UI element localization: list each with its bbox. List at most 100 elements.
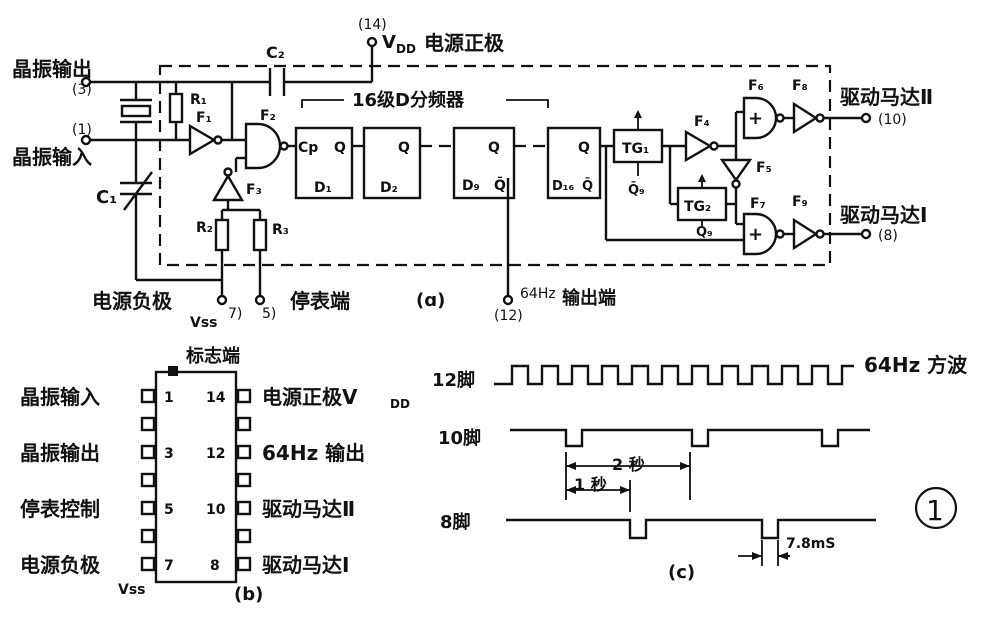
f2-label: F₂ <box>260 108 276 124</box>
r3-resistor <box>252 218 268 252</box>
f9-inverter <box>792 217 819 251</box>
tg2-control: Q₉ <box>696 225 713 240</box>
vss-terminal <box>216 294 228 306</box>
r1-label: R₁ <box>190 92 207 108</box>
vdd-symbol-sub: DD <box>396 42 416 56</box>
osc-out-terminal <box>80 76 92 88</box>
hz-out-label: 输出端 <box>562 287 616 309</box>
d9-flipflop <box>452 126 516 200</box>
stop-label: 停表端 <box>290 289 350 313</box>
motor1-label: 驱动马达Ⅰ <box>840 203 927 227</box>
f3-inverter <box>211 173 245 202</box>
svg-text:+: + <box>748 224 763 245</box>
pin-label-right-14-sub: DD <box>390 397 410 411</box>
osc-in-pin: (1) <box>72 122 92 138</box>
f3-label: F₃ <box>246 182 262 198</box>
power-negative-label: 电源负极 <box>92 289 173 313</box>
r2-label: R₂ <box>196 220 213 236</box>
f4-label: F₄ <box>694 114 710 130</box>
pin-label-left-7: 电源负极 <box>20 553 101 577</box>
hz-out-pin: (12) <box>494 308 523 324</box>
left-pins <box>140 388 156 572</box>
f8-inverter <box>792 101 819 135</box>
figure-number-circle <box>914 486 958 530</box>
hz-out-value: 64Hz <box>520 286 556 302</box>
pin-label-right-10: 驱动马达Ⅱ <box>262 497 355 521</box>
c2-label: C₂ <box>266 43 285 62</box>
f1-label: F₁ <box>196 110 212 126</box>
pin-label-right-12: 64Hz 输出 <box>262 441 365 465</box>
pin-num-left-5: 5 <box>164 502 174 518</box>
wave-64hz-label: 64Hz 方波 <box>864 353 968 377</box>
vss-pin: 7) <box>228 306 242 322</box>
f1-inverter <box>188 123 217 157</box>
chip-caption: (b) <box>234 584 263 605</box>
d16-name: D₁₆ <box>552 179 574 194</box>
waveform-caption: (c) <box>668 562 695 583</box>
stop-terminal <box>254 294 266 306</box>
vdd-symbol: V <box>382 32 396 53</box>
d1-q: Q <box>334 140 346 156</box>
d16-flipflop <box>546 126 602 200</box>
c1-trim-arrow <box>123 171 153 211</box>
f4-inverter <box>684 129 713 163</box>
f2-nand-gate <box>244 122 282 170</box>
d2-flipflop <box>362 126 422 200</box>
tg1-control: Q̄₉ <box>628 182 645 198</box>
marker-label: 标志端 <box>185 345 240 367</box>
d9-qbar: Q̄ <box>494 175 506 194</box>
d1-name: D₁ <box>314 180 332 196</box>
vdd-terminal <box>366 36 378 48</box>
d2-name: D₂ <box>380 180 398 196</box>
marker-notch <box>168 366 178 376</box>
divider-title: 16级D分频器 <box>352 89 465 111</box>
pin-num-left-7: 7 <box>164 558 174 574</box>
motor2-terminal <box>860 112 872 124</box>
d16-qbar: Q̄ <box>582 178 593 194</box>
f6-label: F₆ <box>748 78 764 94</box>
osc-in-label: 晶振输入 <box>12 145 92 169</box>
pin-num-left-3: 3 <box>164 446 174 462</box>
d1-flipflop <box>294 126 354 200</box>
dip-chip-body <box>154 370 238 584</box>
pin-label-right-8: 驱动马达Ⅰ <box>262 553 349 577</box>
vdd-pin-number: (14) <box>358 17 387 33</box>
d9-q: Q <box>488 140 500 156</box>
d1-cp: Cp <box>298 140 318 156</box>
tg1-label: TG₁ <box>622 141 649 157</box>
pin-label-left-1: 晶振输入 <box>20 385 100 409</box>
c1-label: C₁ <box>96 187 117 208</box>
pin-label-right-14: 电源正极V <box>262 385 358 409</box>
f8-label: F₈ <box>792 78 808 94</box>
figure-number: 1 <box>926 494 944 527</box>
pin-num-left-1: 1 <box>164 390 174 406</box>
chip-boundary <box>158 64 832 267</box>
motor2-label: 驱动马达Ⅱ <box>840 85 933 109</box>
d16-q: Q <box>578 140 590 156</box>
period-2s: 2 秒 <box>612 455 645 474</box>
wave-10 <box>510 428 870 448</box>
f7-label: F₇ <box>750 196 766 212</box>
pin-num-right-10: 10 <box>206 502 226 518</box>
osc-out-label: 晶振输出 <box>12 57 92 81</box>
pin-num-right-8: 8 <box>210 558 220 574</box>
osc-out-pin: (3) <box>72 82 92 98</box>
wave-64hz <box>494 364 854 386</box>
svg-text:+: + <box>748 108 763 129</box>
wave-pin-8: 8脚 <box>440 512 471 533</box>
motor1-pin: (8) <box>878 228 898 244</box>
stop-pin: 5) <box>262 306 276 322</box>
r1-resistor <box>168 92 184 124</box>
wave-8 <box>506 518 876 540</box>
r2-resistor <box>214 218 230 252</box>
f9-label: F₉ <box>792 194 808 210</box>
period-1s: 1 秒 <box>574 475 607 494</box>
d9-name: D₉ <box>462 178 480 194</box>
f5-label: F₅ <box>756 160 772 176</box>
d2-q: Q <box>398 140 410 156</box>
power-positive-label: 电源正极 <box>424 31 505 55</box>
tg2-label: TG₂ <box>684 199 711 215</box>
r3-label: R₃ <box>272 222 289 238</box>
hz-out-terminal <box>502 294 514 306</box>
